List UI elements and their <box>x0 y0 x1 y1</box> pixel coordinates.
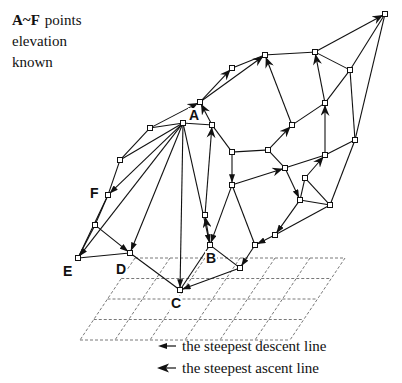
elevation-point <box>266 148 271 153</box>
legend-samples <box>157 343 176 373</box>
elevation-point <box>178 288 183 293</box>
mesh-edge <box>123 125 181 159</box>
elevation-point <box>273 233 278 238</box>
elevation-point <box>328 203 333 208</box>
point-letter: C <box>170 296 182 311</box>
mesh-edge <box>80 125 181 255</box>
elevation-point <box>148 126 153 131</box>
mesh-edge <box>286 171 298 198</box>
elevation-point <box>263 53 268 58</box>
mesh-edge <box>242 248 254 266</box>
point-letter: A <box>188 108 200 123</box>
mesh-edge <box>278 206 328 233</box>
point-letter: B <box>205 251 217 266</box>
elevation-point <box>210 123 215 128</box>
mesh-edge <box>122 130 148 158</box>
mesh-edge <box>131 126 182 250</box>
note-block: A~Fpoints elevation known <box>12 10 104 73</box>
mesh-edge <box>350 73 355 137</box>
elevation-point <box>383 12 388 17</box>
point-letter: D <box>115 262 127 277</box>
elevation-point <box>208 243 213 248</box>
mesh-edge <box>110 125 181 193</box>
mesh-edge <box>327 72 348 100</box>
mesh-edge <box>268 52 312 55</box>
legend-text: the steepest descent line <box>182 337 327 355</box>
mesh-edge <box>205 128 212 212</box>
elevation-point <box>298 198 303 203</box>
mesh-edge <box>235 150 265 152</box>
elevation-point <box>128 251 133 256</box>
tin-vertices <box>76 12 388 293</box>
tin-edges <box>79 15 384 289</box>
legend-text: the steepest ascent line <box>182 359 319 377</box>
elevation-point <box>313 50 318 55</box>
elevation-point <box>253 243 258 248</box>
elevation-point <box>283 166 288 171</box>
point-range: A~F <box>12 12 40 28</box>
mesh-edge <box>202 70 230 100</box>
mesh-edge <box>303 200 327 204</box>
point-letter: F <box>89 186 100 201</box>
mesh-edge <box>183 269 237 289</box>
mesh-edge <box>201 105 210 123</box>
mesh-edge <box>288 156 322 167</box>
elevation-point <box>323 101 328 106</box>
mesh-edge <box>186 123 209 125</box>
elevation-point <box>238 266 243 271</box>
mesh-edge <box>79 228 93 256</box>
elevation-point <box>106 193 111 198</box>
elevation-point <box>230 183 235 188</box>
mesh-edge <box>270 152 283 166</box>
elevation-point <box>353 138 358 143</box>
mesh-edge <box>153 123 180 127</box>
mesh-edge <box>184 126 210 242</box>
mesh-edge <box>266 58 291 122</box>
mesh-edge <box>258 236 273 243</box>
mesh-edge <box>294 105 322 124</box>
mesh-edge <box>301 181 305 197</box>
mesh-edge <box>97 227 127 251</box>
mesh-edge <box>324 106 325 152</box>
mesh-edge <box>307 180 328 203</box>
mesh-edge <box>318 53 348 68</box>
elevation-point <box>230 150 235 155</box>
point-letter: E <box>62 264 73 279</box>
base-grid <box>80 258 345 340</box>
elevation-point <box>203 213 208 218</box>
elevation-point <box>198 100 203 105</box>
elevation-point <box>230 66 235 71</box>
elevation-point <box>348 68 353 73</box>
mesh-edge <box>96 198 107 222</box>
elevation-point <box>93 223 98 228</box>
mesh-edge <box>180 126 183 287</box>
mesh-edge <box>109 163 119 192</box>
mesh-edge <box>81 253 127 257</box>
mesh-edge <box>214 127 230 149</box>
mesh-edge <box>202 57 262 100</box>
mesh-edge <box>316 55 325 100</box>
mesh-edge <box>235 169 282 184</box>
mesh-edge <box>233 188 254 242</box>
mesh-edge <box>231 155 232 182</box>
mesh-edge <box>205 218 209 242</box>
mesh-edge <box>211 188 231 242</box>
mesh-edge <box>307 157 323 175</box>
elevation-point <box>181 121 186 126</box>
mesh-edge <box>328 141 353 153</box>
elevation-point <box>118 158 123 163</box>
elevation-point <box>76 256 81 261</box>
mesh-edge <box>270 127 290 148</box>
mesh-edge <box>235 56 262 67</box>
elevation-point <box>290 123 295 128</box>
mesh-edge <box>356 17 385 137</box>
mesh-edge <box>132 255 177 288</box>
elevation-point <box>303 176 308 181</box>
elevation-point <box>323 153 328 158</box>
mesh-edge <box>331 143 354 202</box>
